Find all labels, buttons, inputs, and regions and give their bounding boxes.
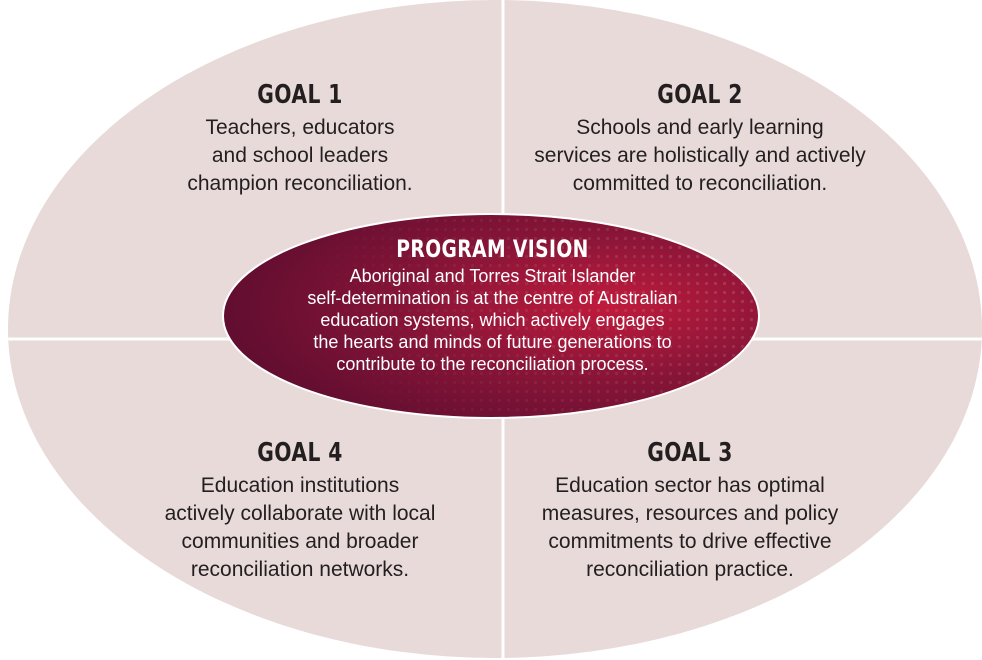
goal-3-description: Education sector has optimal measures, r… — [541, 474, 839, 581]
program-vision-description: Aboriginal and Torres Strait Islander se… — [307, 266, 678, 374]
goal-2-title: GOAL 2 — [657, 80, 743, 110]
goal-2-description: Schools and early learning services are … — [534, 116, 866, 195]
goal-4-block: GOAL 4 Education institutions actively c… — [140, 438, 460, 584]
program-vision-title: PROGRAM VISION — [396, 235, 589, 263]
goal-3-title: GOAL 3 — [647, 438, 733, 468]
program-vision-block: PROGRAM VISION Aboriginal and Torres Str… — [260, 235, 725, 375]
goal-1-block: GOAL 1 Teachers, educators and school le… — [150, 80, 450, 198]
goal-1-title: GOAL 1 — [257, 80, 343, 110]
goal-1-description: Teachers, educators and school leaders c… — [187, 116, 413, 195]
goal-4-title: GOAL 4 — [257, 438, 343, 468]
goal-3-block: GOAL 3 Education sector has optimal meas… — [510, 438, 870, 584]
goal-2-block: GOAL 2 Schools and early learning servic… — [520, 80, 880, 198]
goal-4-description: Education institutions actively collabor… — [164, 474, 436, 581]
vision-dot-texture — [225, 216, 757, 416]
